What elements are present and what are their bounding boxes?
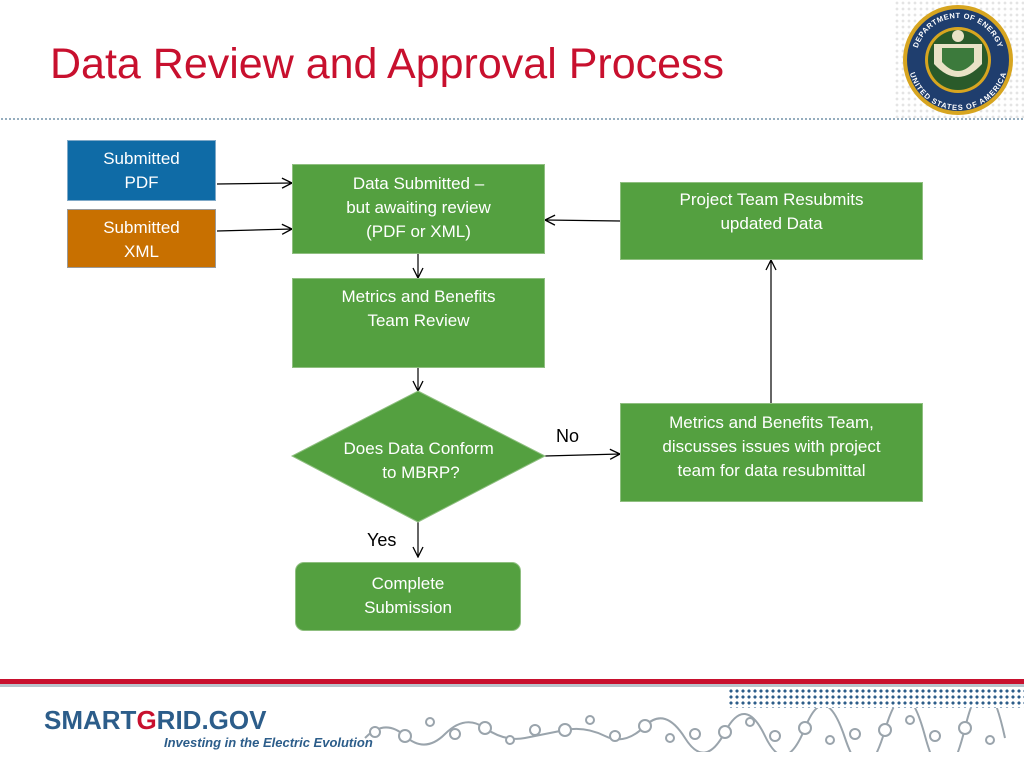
resubmits-line-2: updated Data	[720, 214, 823, 233]
team-review-line-2: Team Review	[367, 311, 470, 330]
edge-label-no: No	[556, 426, 580, 446]
discusses-line-3: team for data resubmittal	[677, 461, 866, 480]
footer-dot-pattern	[728, 688, 1024, 708]
arrow-decision-to-discusses	[544, 454, 620, 456]
header-divider	[0, 118, 1024, 120]
discusses-issues-box: Metrics and Benefits Team, discusses iss…	[620, 403, 923, 502]
complete-line-2: Submission	[364, 598, 452, 617]
decision-line-1: Does Data Conform	[344, 439, 494, 458]
logo-part-smart: SMART	[44, 705, 137, 735]
data-submitted-box: Data Submitted – but awaiting review (PD…	[292, 164, 545, 254]
logo-tagline: Investing in the Electric Evolution	[164, 735, 373, 750]
logo-part-rid-gov: RID.GOV	[156, 705, 267, 735]
footer-chain-graphic	[364, 708, 1006, 752]
smartgrid-logo: SMARTGRID.GOV Investing in the Electric …	[44, 705, 373, 750]
discusses-line-1: Metrics and Benefits Team,	[669, 413, 874, 432]
resubmits-box: Project Team Resubmits updated Data	[620, 182, 923, 260]
resubmits-line-1: Project Team Resubmits	[679, 190, 864, 209]
footer-red-stripe	[0, 679, 1024, 684]
footer-grey-stripe	[0, 684, 1024, 687]
arrow-resubmits-to-data-submitted	[545, 220, 621, 221]
submitted-pdf-line-2: PDF	[124, 173, 159, 192]
smartgrid-logo-wordmark: SMARTGRID.GOV	[44, 705, 266, 736]
doe-seal-logo: DEPARTMENT OF ENERGY UNITED STATES OF AM…	[903, 5, 1013, 115]
data-submitted-line-1: Data Submitted –	[352, 174, 485, 193]
submitted-pdf-box: Submitted PDF	[67, 140, 216, 201]
edge-label-yes: Yes	[367, 530, 397, 550]
team-review-line-1: Metrics and Benefits	[341, 287, 496, 306]
logo-part-g: G	[136, 705, 157, 735]
decision-diamond	[290, 390, 547, 523]
decision-text: Does Data Conform to MBRP?	[344, 439, 499, 482]
complete-submission-box: Complete Submission	[295, 562, 521, 631]
arrow-xml-to-data-submitted	[216, 229, 292, 231]
team-review-box: Metrics and Benefits Team Review	[292, 278, 545, 368]
decision-line-2: to MBRP?	[382, 463, 459, 482]
submitted-xml-line-2: XML	[124, 242, 159, 261]
submitted-pdf-line-1: Submitted	[103, 149, 180, 168]
data-submitted-line-2: but awaiting review	[346, 198, 491, 217]
page-title: Data Review and Approval Process	[50, 40, 725, 88]
arrow-pdf-to-data-submitted	[216, 183, 292, 184]
submitted-xml-box: Submitted XML	[67, 209, 216, 268]
data-submitted-line-3: (PDF or XML)	[366, 222, 471, 241]
submitted-xml-line-1: Submitted	[103, 218, 180, 237]
discusses-line-2: discusses issues with project	[662, 437, 881, 456]
complete-line-1: Complete	[371, 574, 445, 593]
